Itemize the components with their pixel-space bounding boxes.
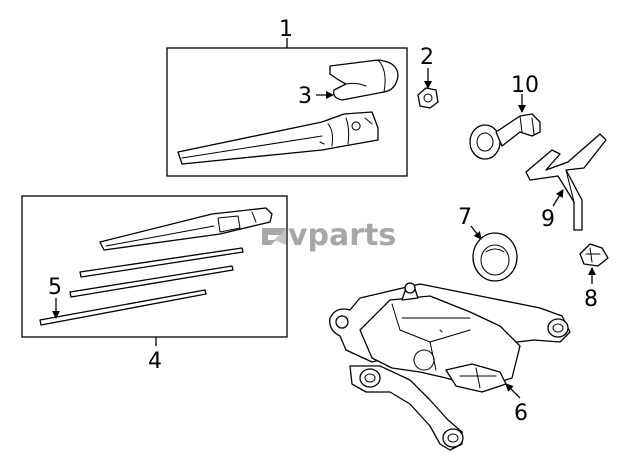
- leader-7: [470, 225, 482, 240]
- blade-refill-lower: [39, 289, 207, 326]
- group-box-4: [21, 195, 288, 346]
- callout-1: 1: [279, 17, 293, 42]
- callout-10: 10: [511, 73, 539, 98]
- washer-hose: [525, 133, 607, 231]
- wiper-arm: [177, 111, 379, 165]
- callout-6: 6: [514, 401, 528, 426]
- blade-refill-upper: [79, 247, 244, 278]
- cap-nut: [579, 243, 609, 267]
- callout-9: 9: [541, 207, 555, 232]
- watermark: vparts: [262, 218, 396, 253]
- wiper-motor: [329, 282, 571, 451]
- leader-9: [552, 189, 564, 207]
- nut: [417, 87, 439, 109]
- callout-5: 5: [48, 275, 62, 300]
- washer-nozzle: [469, 113, 541, 160]
- group-box-1: [166, 38, 408, 177]
- ev-logo-icon: [262, 228, 286, 245]
- leader-6: [505, 383, 521, 399]
- blade-refill-middle: [69, 265, 234, 298]
- wiper-arm-cap: [329, 59, 399, 101]
- grommet: [472, 232, 518, 282]
- watermark-text: vparts: [288, 218, 396, 253]
- callout-3: 3: [298, 84, 312, 109]
- wiper-blade: [99, 207, 273, 251]
- callout-4: 4: [148, 349, 162, 374]
- callout-8: 8: [584, 287, 598, 312]
- callout-7: 7: [458, 205, 472, 230]
- callout-2: 2: [420, 45, 434, 70]
